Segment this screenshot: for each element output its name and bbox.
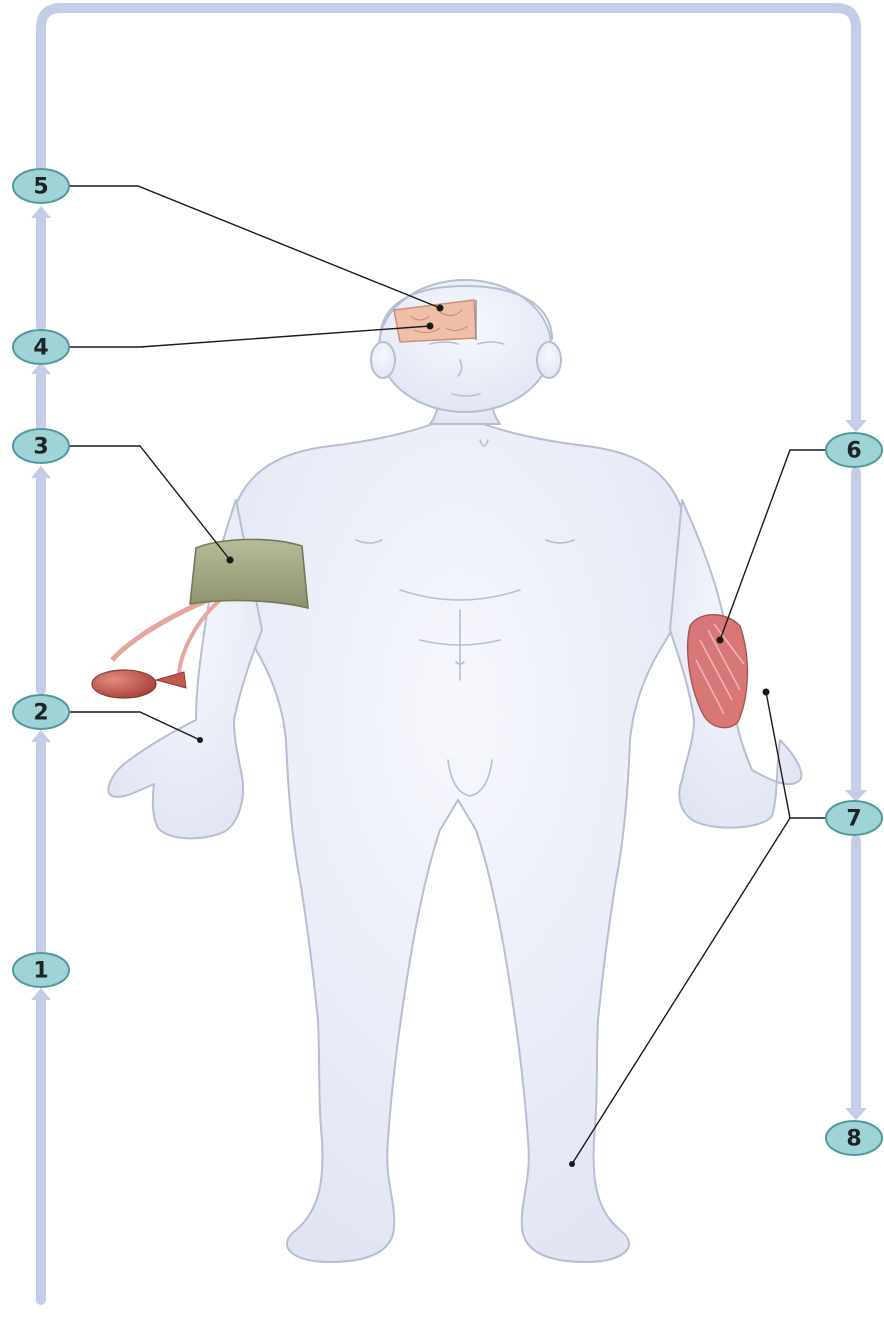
figure-ear-left bbox=[371, 342, 395, 378]
badge-2: 2 bbox=[13, 695, 69, 729]
badge-4: 4 bbox=[13, 330, 69, 364]
leader-6 bbox=[720, 450, 830, 640]
arrowhead-down-8 bbox=[845, 1108, 867, 1120]
badge-7-text: 7 bbox=[846, 807, 861, 832]
arrowhead-up-3 bbox=[31, 466, 51, 478]
badge-8: 8 bbox=[826, 1121, 882, 1155]
badge-2-text: 2 bbox=[33, 701, 48, 726]
badge-4-text: 4 bbox=[33, 336, 48, 361]
badge-6: 6 bbox=[826, 433, 882, 467]
badge-1-text: 1 bbox=[33, 959, 48, 984]
human-figure bbox=[108, 280, 801, 1262]
badge-5: 5 bbox=[13, 169, 69, 203]
leader-3 bbox=[60, 446, 230, 560]
badge-1: 1 bbox=[13, 953, 69, 987]
cuff-band bbox=[190, 539, 308, 608]
badge-7: 7 bbox=[826, 801, 882, 835]
leader-5 bbox=[60, 186, 440, 308]
figure-head bbox=[379, 280, 551, 412]
cuff-bulb bbox=[92, 670, 156, 698]
figure-ear-right bbox=[537, 342, 561, 378]
badge-8-text: 8 bbox=[846, 1127, 861, 1152]
badge-6-text: 6 bbox=[846, 439, 861, 464]
arrowhead-down-6 bbox=[845, 420, 867, 432]
leader-4 bbox=[60, 326, 430, 347]
arrowhead-up-1 bbox=[31, 988, 51, 1000]
arrowhead-up-5 bbox=[31, 206, 51, 218]
arrowhead-up-2 bbox=[31, 730, 51, 742]
badge-3-text: 3 bbox=[33, 435, 48, 460]
badge-3: 3 bbox=[13, 429, 69, 463]
badge-5-text: 5 bbox=[33, 175, 48, 200]
